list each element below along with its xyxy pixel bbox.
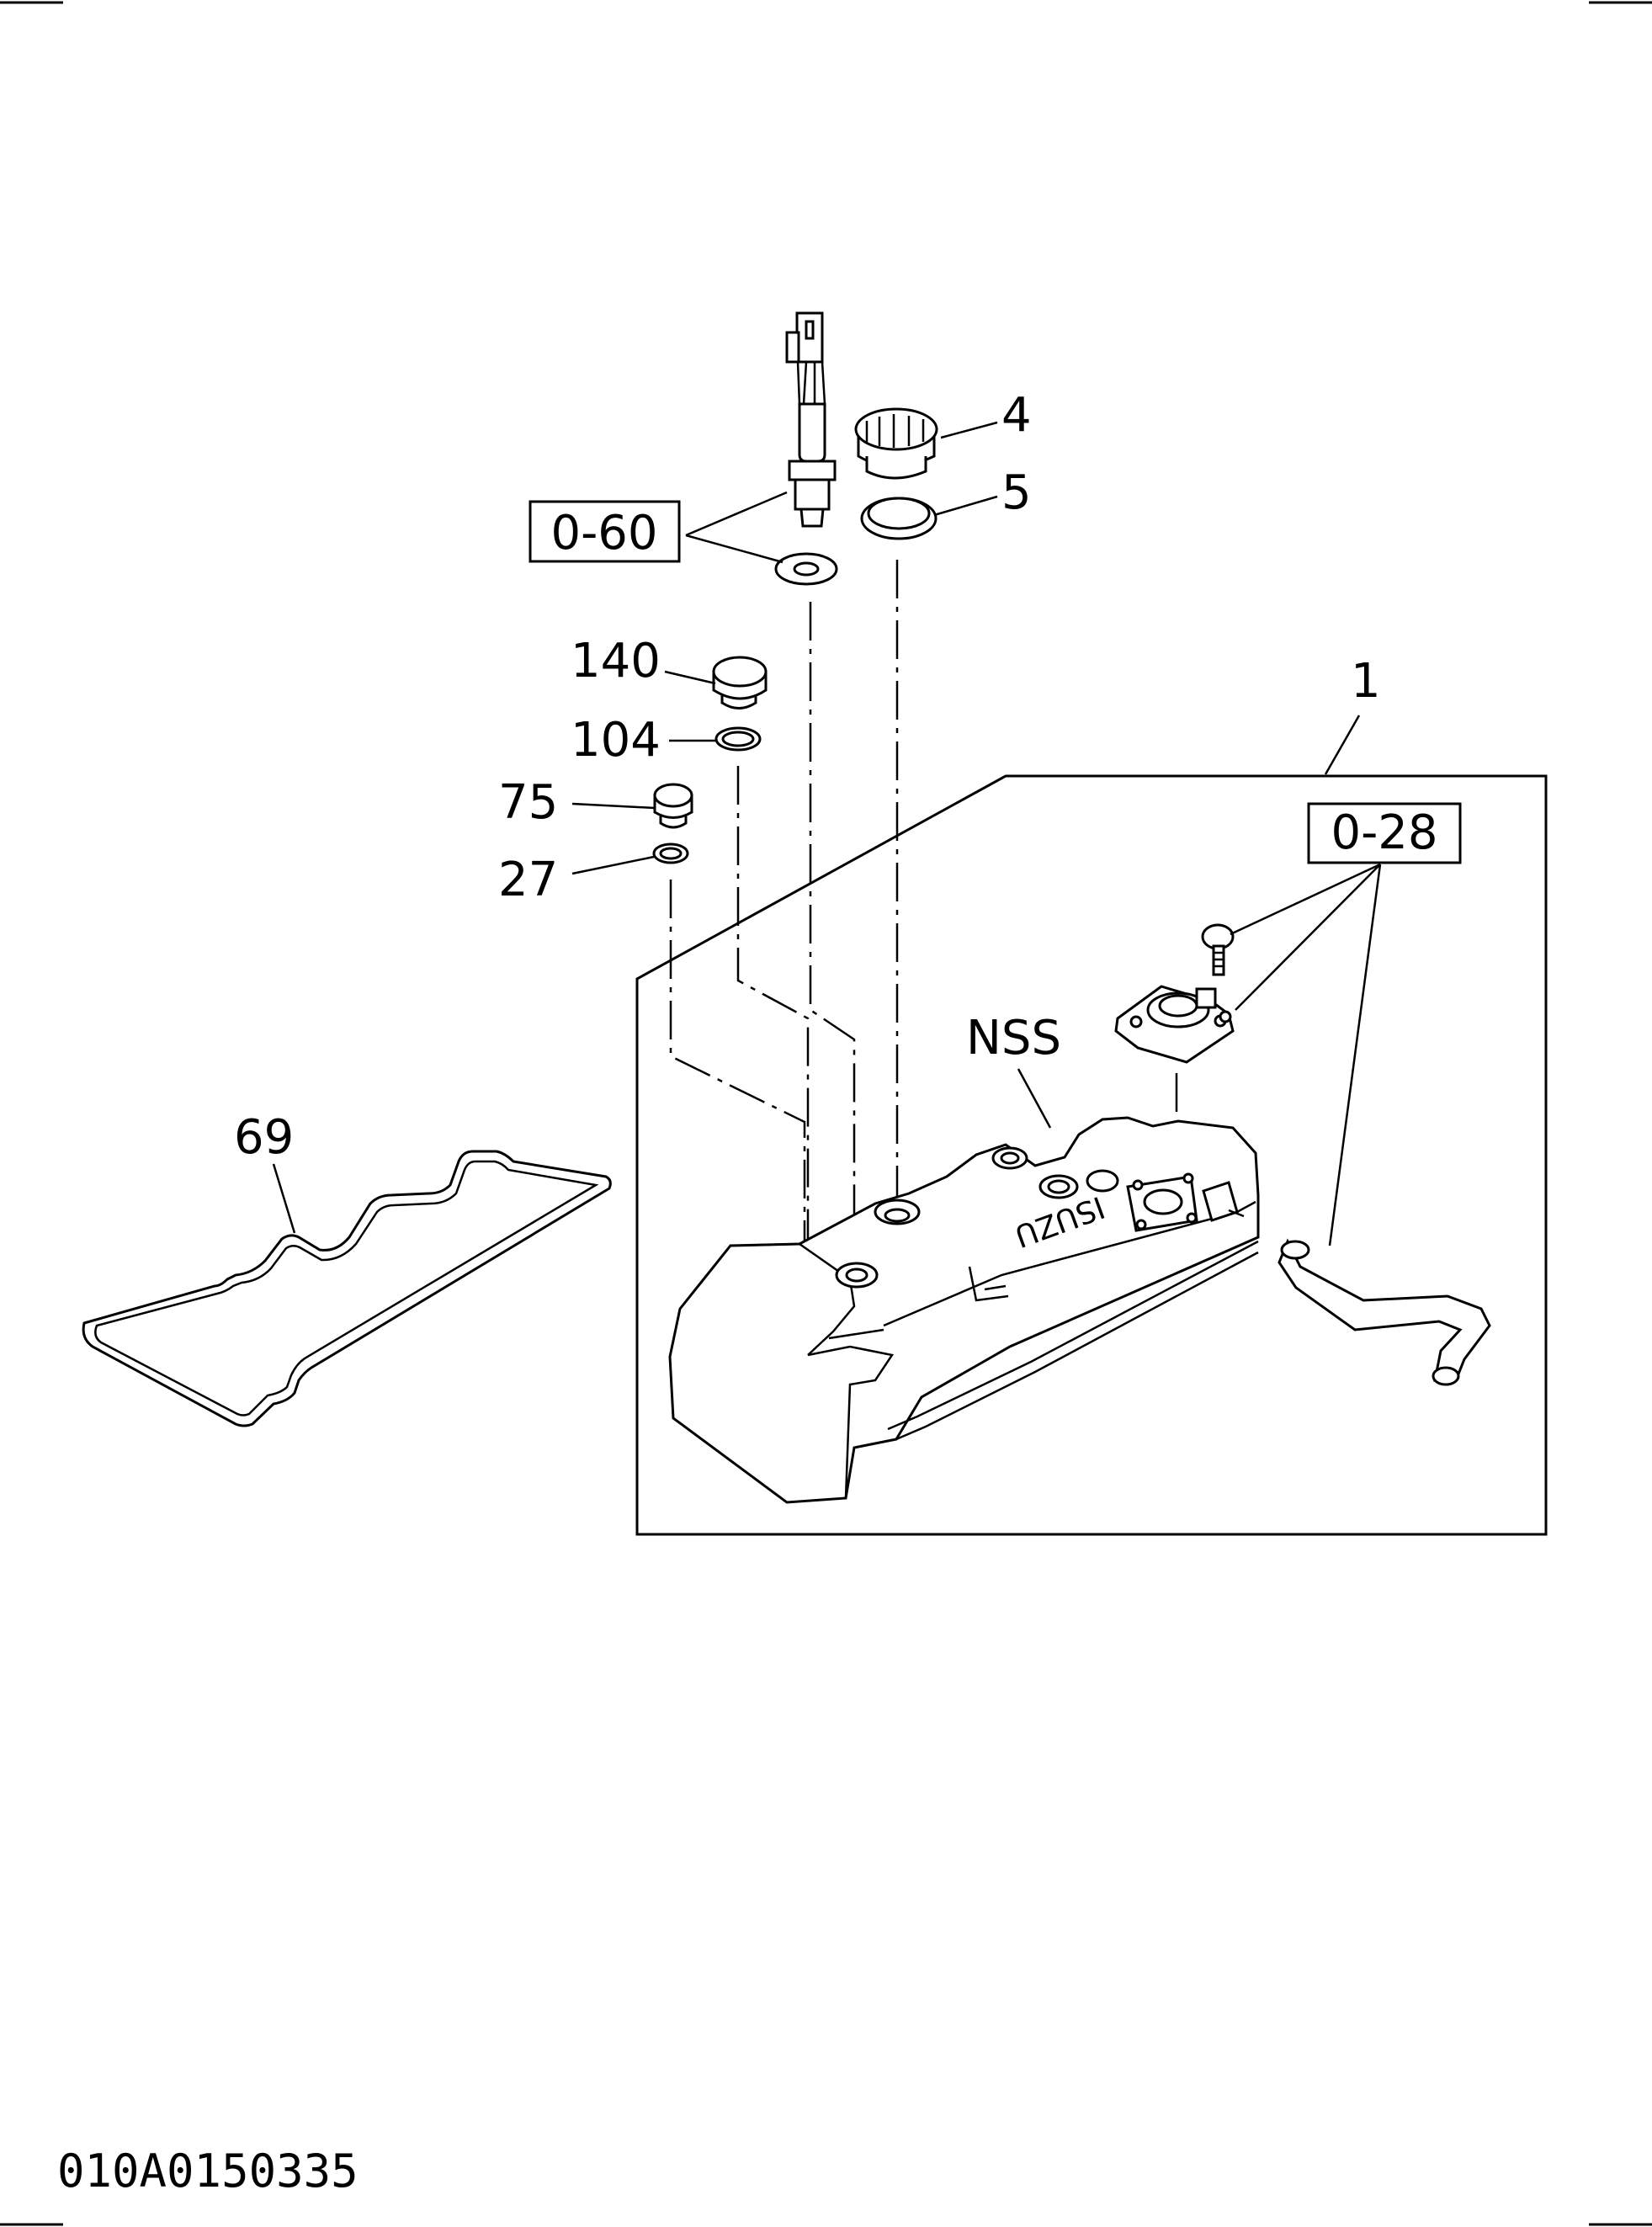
breather-bolt	[1201, 923, 1235, 1023]
callout-nss: NSS	[966, 1011, 1061, 1066]
callout-0-28: 0-28	[1331, 805, 1437, 860]
callout-leaders	[272, 421, 1382, 1246]
washer-27	[652, 842, 689, 864]
oil-cap-gasket	[860, 497, 938, 540]
sensor-washer	[774, 552, 838, 586]
callout-4: 4	[1001, 388, 1032, 443]
callout-104: 104	[571, 713, 661, 768]
callout-1: 1	[1351, 654, 1381, 709]
assembly-frame	[635, 774, 1548, 1536]
assembly-guide-lines	[669, 560, 1178, 1271]
pcv-hose	[1278, 1238, 1491, 1386]
plug-140	[712, 656, 768, 710]
callout-69: 69	[234, 1110, 294, 1165]
callout-0-60-box	[529, 500, 681, 563]
breather-cover	[1114, 985, 1235, 1064]
rocker-cover-gasket	[82, 1150, 612, 1427]
drawing-number: 010A0150335	[57, 2145, 359, 2198]
callout-0-28-box	[1307, 802, 1462, 864]
callout-0-60: 0-60	[550, 506, 657, 561]
rocker-cover: ISUZU	[668, 1116, 1260, 1504]
callout-5: 5	[1001, 465, 1032, 520]
oil-pressure-sensor	[785, 311, 837, 528]
callout-27: 27	[498, 853, 558, 907]
oil-filler-cap	[854, 407, 938, 480]
callout-75: 75	[498, 775, 558, 830]
washer-104	[714, 726, 762, 752]
callout-140: 140	[571, 634, 661, 688]
plug-75	[653, 783, 693, 829]
